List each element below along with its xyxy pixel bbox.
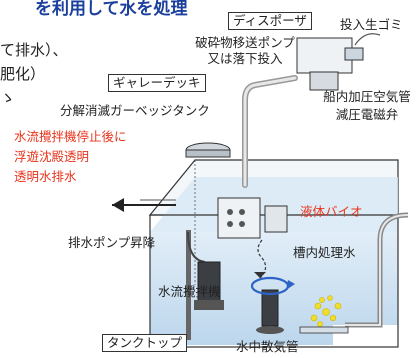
- liquid-bio-label: 液体バイオ: [300, 204, 363, 219]
- disposer-unit: [296, 33, 381, 91]
- control-panel: [217, 197, 288, 239]
- header-title: を利用して水を処理: [35, 0, 188, 19]
- treated-water-label: 槽内処理水: [293, 245, 356, 260]
- pump-label-line-1: 破砕物移送ポンプ: [195, 35, 295, 50]
- tank-water-body: [150, 232, 398, 345]
- discharge-label-line-2: 浮遊沈殿透明: [14, 149, 90, 164]
- tank-name-label: 分解消滅ガーベッジタンク: [60, 103, 210, 118]
- diffuser-label: 水中散気管: [236, 339, 299, 354]
- discharge-arrow: [112, 198, 176, 212]
- diffuser-tube: [299, 326, 349, 334]
- discharge-label-line-1: 水流攪拌機停止後に: [14, 129, 127, 144]
- drain-pump: [186, 230, 224, 340]
- tank-top-label: タンクトップ: [102, 334, 188, 353]
- drain-pump-label: 排水ポンプ昇降: [68, 235, 156, 250]
- bubbles: [310, 295, 342, 327]
- header-left-line-2: 肥化）: [0, 65, 46, 83]
- air-label-line-2: 減圧電磁弁: [335, 107, 399, 122]
- header-left-line-3: ゝ: [0, 89, 16, 107]
- pump-label-line-2: 又は落下投入: [207, 51, 283, 66]
- agitator-label: 水流攪拌機: [158, 284, 221, 299]
- air-label-line-1: 船内加圧空気管: [323, 89, 411, 104]
- galley-deck-label: ギャレーデッキ: [108, 74, 206, 93]
- discharge-label-line-3: 透明水排水: [14, 169, 77, 184]
- agitator: [250, 276, 295, 334]
- tank: [148, 159, 399, 348]
- header-left-line-1: て排水）、: [0, 41, 68, 59]
- disposer-label: ディスポーザ: [228, 12, 312, 31]
- input-garbage-label: 投入生ゴミ: [340, 17, 403, 32]
- tank-water-top: [150, 177, 398, 232]
